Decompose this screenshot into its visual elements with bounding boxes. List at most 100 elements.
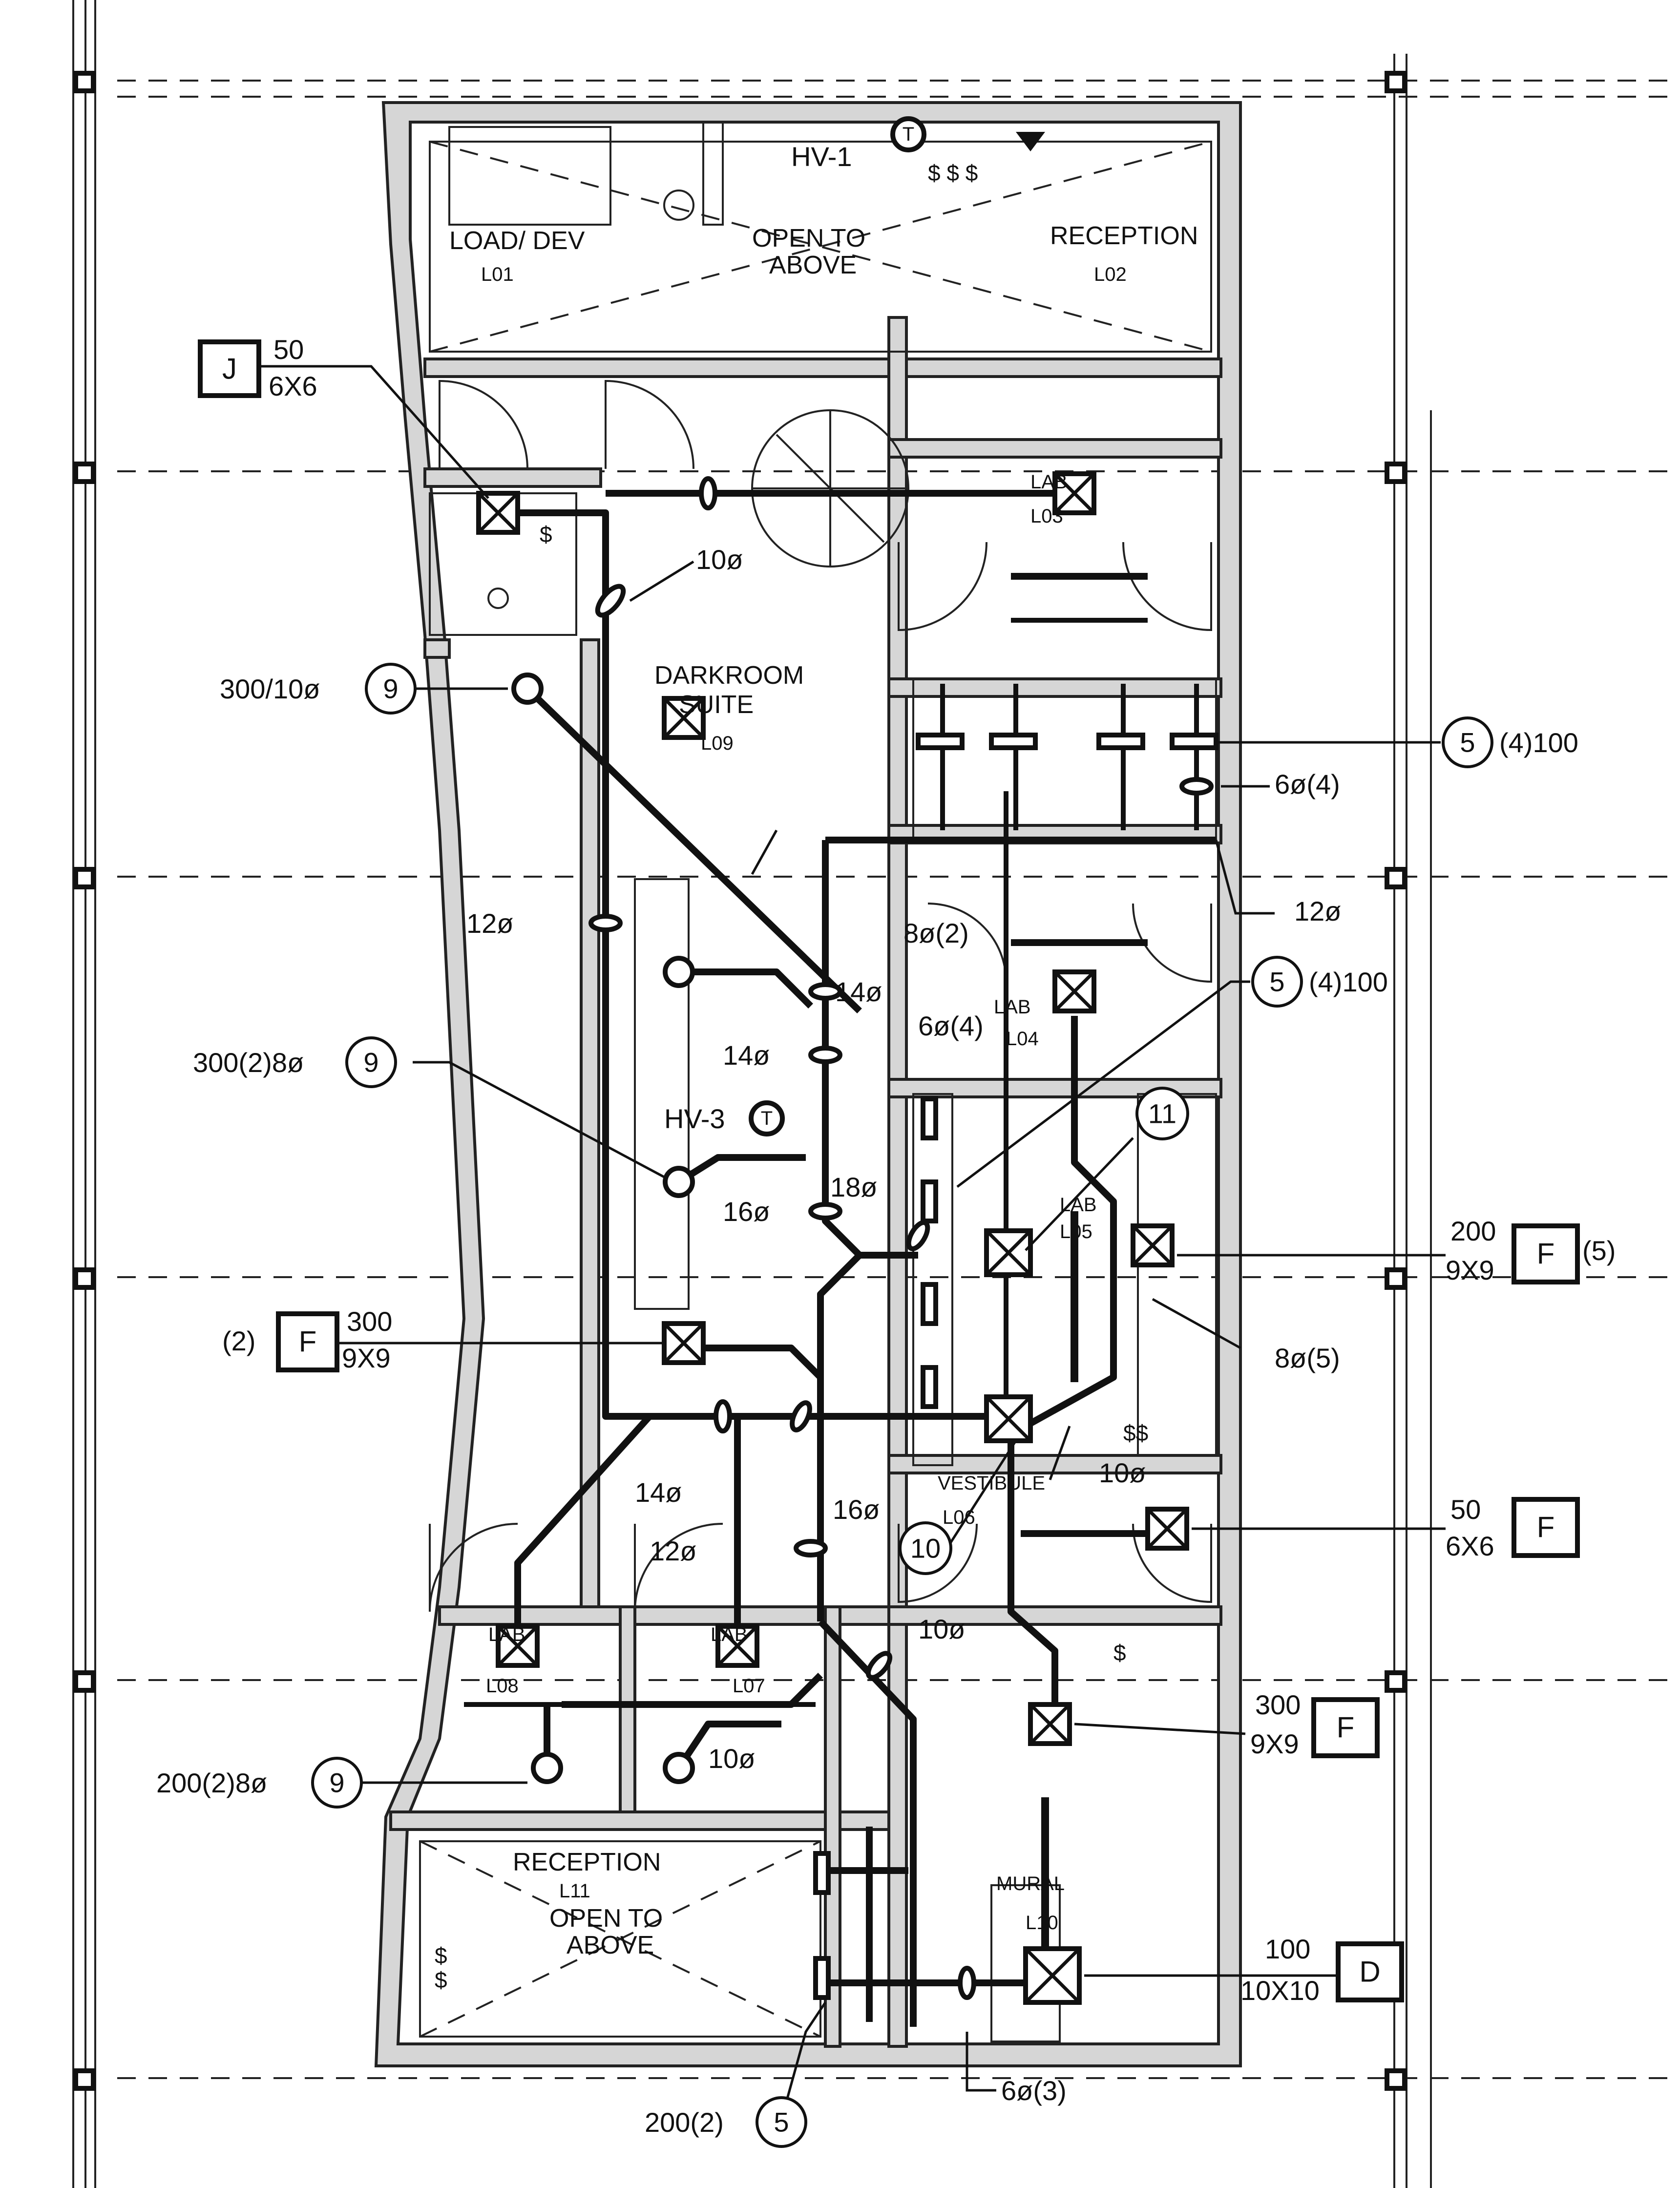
room-l01-name: LOAD/ DEV [449,227,585,255]
callout-5c: 200(2) 5 [645,2096,807,2148]
round-diffusers [511,673,695,1784]
grille-l03 [1052,471,1096,515]
ductwork [498,490,1216,2027]
callout-11: 11 [1135,1087,1189,1140]
grille-l01 [476,491,520,535]
circular-fan-icon [751,409,909,568]
svg-text:(4)100: (4)100 [1499,727,1578,758]
svg-text:10: 10 [910,1533,941,1564]
grille-l05a [984,1228,1033,1277]
callout-f-right-3: F 300 9X9 [1250,1689,1380,1759]
duct-14-c: 14ø [635,1477,682,1508]
svg-text:9: 9 [329,1767,344,1798]
svg-text:9X9: 9X9 [1446,1255,1494,1285]
svg-text:9X9: 9X9 [1250,1728,1299,1759]
room-l03-name: LAB [1030,471,1068,493]
room-l05-name: LAB [1060,1194,1097,1216]
duct-14-b: 14ø [723,1040,770,1071]
callout-boxes: J 50 6X6 F 200 9X9 (5) F (2) 300 9X9 F 5… [198,334,1616,2006]
duct-12-low: 12ø [650,1536,697,1566]
open-top-line1: OPEN TO [752,224,865,252]
duct-16-b: 16ø [833,1494,880,1525]
room-l06-tag: L06 [943,1507,975,1528]
open-top-line2: ABOVE [769,251,857,279]
duct-6x4-top: 6ø(4) [1275,769,1340,799]
svg-text:50: 50 [1450,1494,1481,1525]
callout-10: 10 [899,1521,952,1575]
open-to-above-bottom [419,1840,821,2038]
room-l09-tag: L09 [701,733,734,754]
leader-lines [259,365,1446,2120]
svg-text:T: T [761,1108,773,1129]
room-l11-tag: L11 [559,1880,590,1902]
svg-text:F: F [299,1325,317,1358]
room-l10-name: MURAL [996,1873,1065,1894]
svg-text:9: 9 [363,1047,378,1078]
svg-text:200(2): 200(2) [645,2107,724,2138]
interior-fixtures [429,492,1217,2042]
switch-symbols: $ $$ $ $ $ [435,522,1148,1993]
room-l02-name: RECEPTION [1050,222,1198,250]
dampers [588,476,1214,2000]
grille-l09 [662,696,706,740]
svg-text:(4)100: (4)100 [1309,967,1388,997]
svg-text:F: F [1337,1711,1355,1744]
svg-text:6X6: 6X6 [1446,1531,1494,1561]
svg-text:$: $ [435,1943,447,1968]
room-l11-line1: OPEN TO [549,1904,663,1933]
callout-f-right-2: F 50 6X6 [1446,1494,1580,1561]
column-grid [72,0,1680,2188]
room-l03-tag: L03 [1030,505,1063,527]
svg-text:T: T [903,124,914,145]
room-l09-line2: SUITE [679,691,754,719]
room-l08-name: LAB [488,1624,525,1645]
svg-text:200: 200 [1450,1216,1496,1246]
svg-text:$ $ $: $ $ $ [928,160,978,186]
grille-hv3 [662,1321,706,1365]
room-l05-tag: L05 [1060,1221,1092,1242]
grille-l07 [715,1624,759,1668]
thermostat-icons: T T $ $ $ [749,116,1045,1136]
linear-diffusers [813,733,1218,2000]
svg-text:9X9: 9X9 [342,1343,391,1373]
duct-10-lab: 10ø [708,1743,756,1774]
duct-10-mid: 10ø [1099,1457,1146,1488]
room-l02-tag: L02 [1094,264,1127,285]
svg-text:F: F [1537,1511,1555,1544]
duct-16-a: 16ø [723,1196,770,1227]
duct-12-left: 12ø [466,908,514,939]
grille-l08 [496,1624,540,1668]
room-l11-name: RECEPTION [513,1848,661,1876]
svg-text:(5): (5) [1582,1235,1616,1266]
duct-8x2: 8ø(2) [903,918,969,948]
svg-text:9: 9 [383,673,398,704]
callout-9a: 300/10ø 9 [220,663,417,715]
room-l09-line1: DARKROOM [654,661,804,690]
grille-mural-a [1028,1702,1072,1746]
duct-6x3: 6ø(3) [1001,2075,1067,2106]
callout-5b: 5 (4)100 [1251,956,1388,1008]
svg-text:300: 300 [347,1306,392,1337]
duct-size-labels: 10ø 6ø(4) 12ø 12ø 8ø(2) 14ø 14ø 6ø(4) 16… [466,544,1342,2106]
svg-text:F: F [1537,1238,1555,1270]
svg-text:$: $ [1113,1640,1126,1665]
svg-text:300(2)8ø: 300(2)8ø [193,1047,304,1078]
svg-text:5: 5 [774,2107,789,2138]
duct-8x5: 8ø(5) [1275,1343,1340,1373]
duct-10-low: 10ø [918,1614,966,1644]
svg-text:$$: $$ [1123,1420,1148,1446]
duct-14-a: 14ø [835,976,882,1007]
callout-d: D 100 10X10 [1240,1934,1404,2006]
callout-9c: 200(2)8ø 9 [156,1757,363,1809]
callout-j: J 50 6X6 [198,334,317,401]
svg-text:J: J [222,353,237,385]
room-l04-name: LAB [994,996,1031,1018]
callout-f-left: F (2) 300 9X9 [222,1306,392,1373]
callout-5a: 5 (4)100 [1442,716,1578,768]
svg-text:D: D [1359,1956,1380,1988]
grille-l05c [984,1394,1033,1443]
svg-text:200(2)8ø: 200(2)8ø [156,1767,267,1798]
svg-text:100: 100 [1265,1934,1310,1964]
duct-18: 18ø [830,1172,878,1202]
